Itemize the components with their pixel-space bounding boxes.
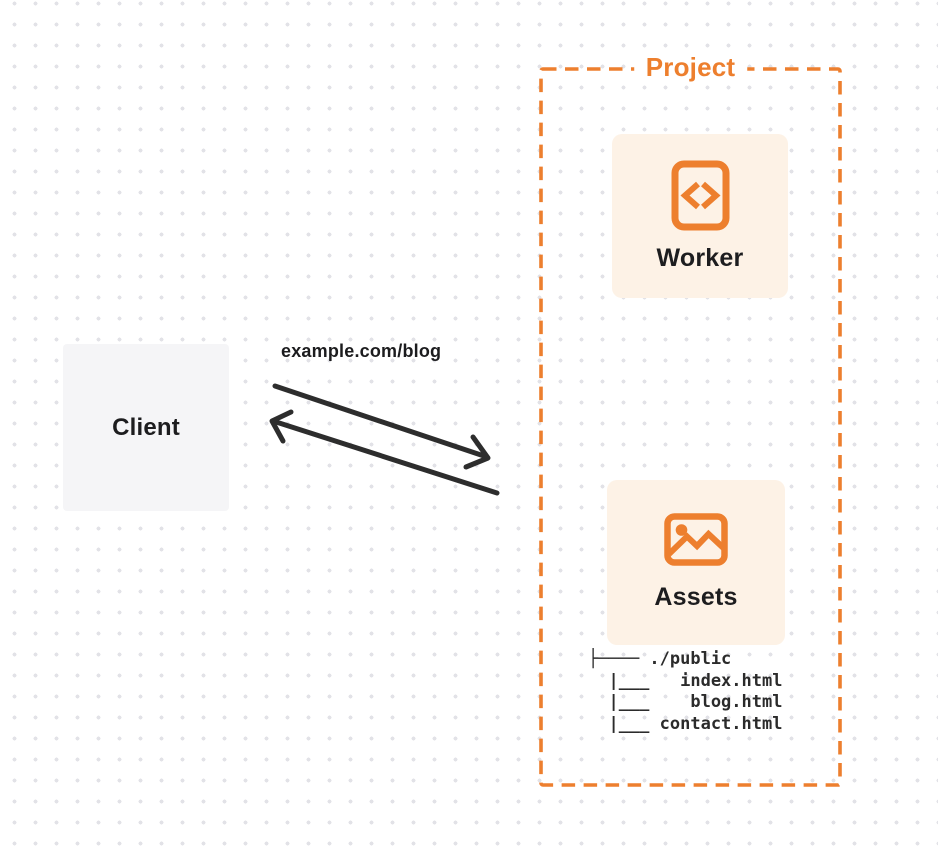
request-url-label: example.com/blog: [281, 341, 442, 361]
code-document-icon: [671, 160, 730, 231]
response-arrow: [269, 409, 500, 496]
worker-node: Worker: [612, 134, 788, 298]
assets-node: Assets: [607, 480, 785, 645]
image-icon: [664, 513, 728, 566]
request-arrow: [272, 383, 491, 470]
client-node: Client: [63, 344, 229, 511]
project-title: Project: [633, 52, 748, 83]
assets-file-tree: ├──── ./public |___ index.html |___ blog…: [588, 649, 783, 734]
worker-label: Worker: [656, 243, 744, 272]
project-container: Project Worker Assets: [539, 52, 842, 787]
client-label: Client: [112, 413, 180, 441]
assets-label: Assets: [654, 583, 738, 611]
